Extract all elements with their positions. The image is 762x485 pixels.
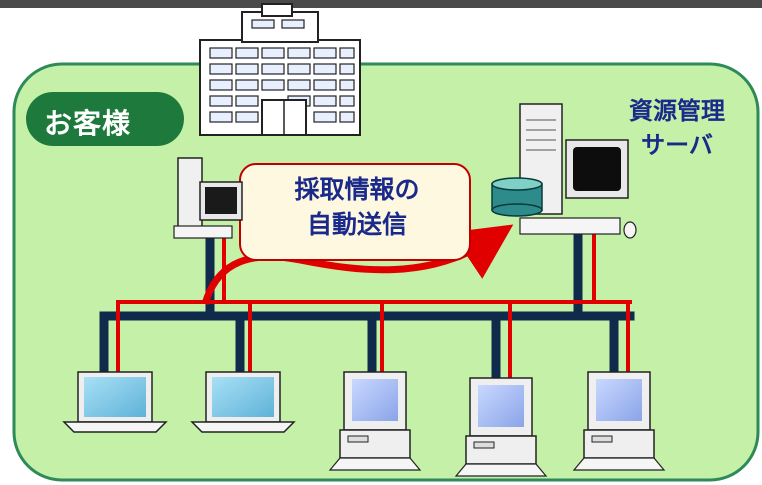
customer-badge — [26, 92, 184, 146]
office-building-icon — [199, 3, 361, 136]
laptop-icon — [62, 371, 168, 433]
auto-send-label: 採取情報の 自動送信 — [252, 172, 462, 242]
top-bar — [0, 0, 762, 8]
client-desktop-icon — [173, 157, 243, 239]
auto-send-label-line2: 自動送信 — [306, 210, 407, 239]
database-icon — [491, 177, 543, 217]
desktop-pc-icon — [454, 377, 548, 477]
server-label-line1: 資源管理 — [629, 97, 725, 125]
laptop-icon — [190, 371, 296, 433]
server-label: 資源管理 サーバ — [609, 94, 745, 162]
customer-label: お客様 — [44, 107, 132, 140]
desktop-pc-icon — [328, 371, 422, 471]
desktop-pc-icon — [572, 371, 666, 471]
transfer-arrow — [201, 224, 514, 306]
auto-send-label-line1: 採取情報の — [294, 175, 420, 204]
server-label-line2: サーバ — [641, 131, 713, 159]
